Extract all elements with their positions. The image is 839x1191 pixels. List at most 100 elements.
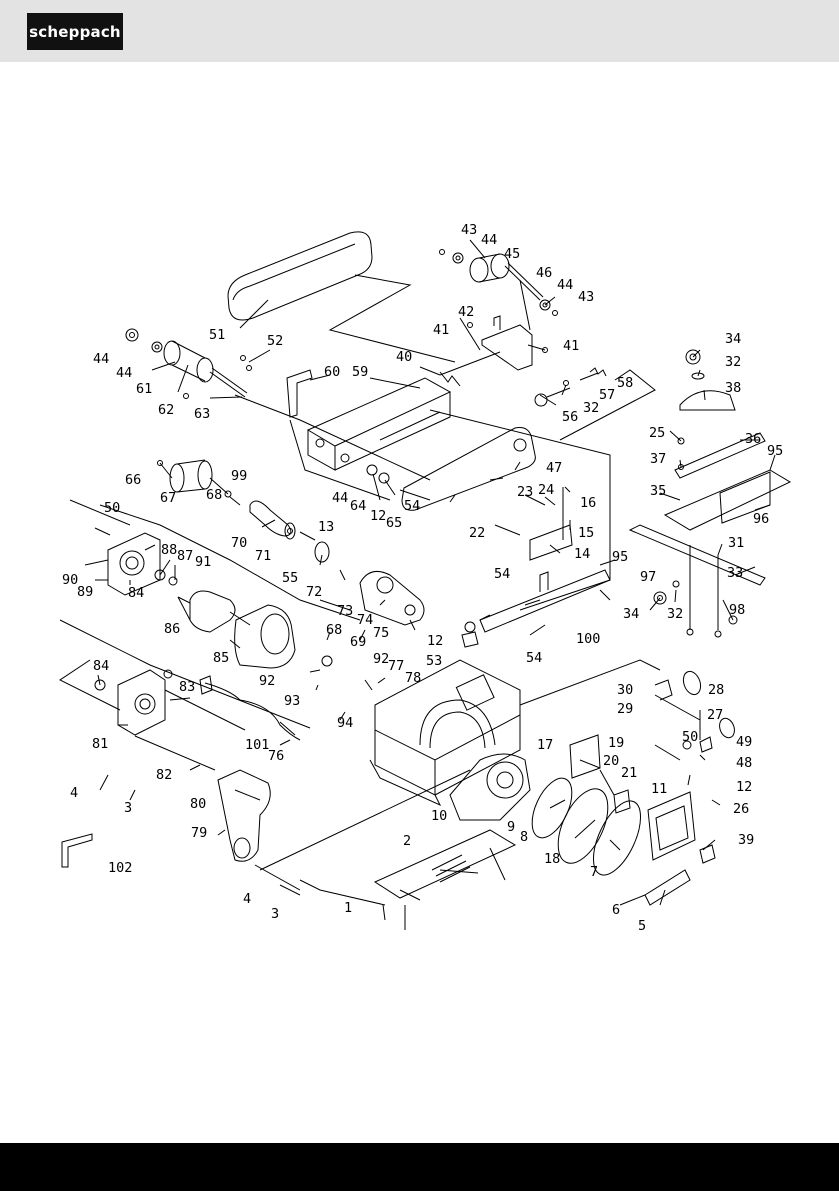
part-label: 44 [332,490,348,506]
part-label: 45 [504,246,520,262]
part-label: 31 [728,535,744,551]
part-label: 84 [128,585,144,601]
part-label: 29 [617,701,633,717]
part-label: 76 [268,748,284,764]
part-label: 2 [403,833,411,849]
part-label: 23 [517,484,533,500]
part-label: 102 [108,860,132,876]
part-label: 35 [650,483,666,499]
part-label: 19 [608,735,624,751]
part-label: 73 [337,603,353,619]
part-label: 100 [576,631,600,647]
part-label: 77 [388,658,404,674]
part-label: 90 [62,572,78,588]
part-labels: 43 44 45 46 44 43 42 41 41 40 51 52 44 4… [62,222,783,934]
part-label: 54 [526,650,542,666]
part-label: 95 [767,443,783,459]
part-label: 12 [736,779,752,795]
part-label: 74 [357,612,373,628]
part-label: 66 [125,472,141,488]
part-label: 58 [617,375,633,391]
part-label: 25 [649,425,665,441]
part-label: 43 [461,222,477,238]
part-label: 53 [426,653,442,669]
part-label: 39 [738,832,754,848]
part-label: 91 [195,554,211,570]
part-label: 7 [590,864,598,880]
part-label: 70 [231,535,247,551]
part-label: 32 [583,400,599,416]
part-label: 11 [651,781,667,797]
part-label: 5 [638,918,646,934]
part-label: 54 [494,566,510,582]
part-label: 14 [574,546,590,562]
part-label: 47 [546,460,562,476]
part-label: 98 [729,602,745,618]
part-label: 43 [578,289,594,305]
part-label: 37 [650,451,666,467]
part-label: 50 [104,500,120,516]
part-label: 4 [243,891,251,907]
part-label: 10 [431,808,447,824]
part-label: 96 [753,511,769,527]
part-label: 88 [161,542,177,558]
part-label: 101 [245,737,269,753]
part-label: 85 [213,650,229,666]
part-label: 12 [370,508,386,524]
part-label: 1 [344,900,352,916]
diagram-drawing [59,231,792,930]
header-bar: scheppach [0,0,839,62]
part-label: 38 [725,380,741,396]
part-label: 86 [164,621,180,637]
part-label: 61 [136,381,152,397]
part-label: 32 [667,606,683,622]
part-label: 95 [612,549,628,565]
part-label: 68 [206,487,222,503]
part-label: 87 [177,548,193,564]
part-label: 26 [733,801,749,817]
part-label: 54 [404,498,420,514]
part-label: 9 [507,819,515,835]
part-label: 15 [578,525,594,541]
brand-logo: scheppach [27,13,123,50]
part-label: 62 [158,402,174,418]
part-label: 6 [612,902,620,918]
part-label: 59 [352,364,368,380]
part-label: 78 [405,670,421,686]
part-label: 52 [267,333,283,349]
part-label: 44 [93,351,109,367]
part-label: 50 [682,729,698,745]
part-label: 16 [580,495,596,511]
part-label: 69 [350,634,366,650]
part-label: 28 [708,682,724,698]
part-label: 93 [284,693,300,709]
part-label: 80 [190,796,206,812]
part-label: 34 [725,331,741,347]
part-label: 99 [231,468,247,484]
part-label: 44 [481,232,497,248]
part-label: 97 [640,569,656,585]
part-label: 27 [707,707,723,723]
part-label: 46 [536,265,552,281]
part-label: 65 [386,515,402,531]
part-label: 48 [736,755,752,771]
part-label: 17 [537,737,553,753]
part-label: 4 [70,785,78,801]
part-label: 3 [271,906,279,922]
part-label: 81 [92,736,108,752]
part-label: 82 [156,767,172,783]
part-label: 44 [557,277,573,293]
part-label: 18 [544,851,560,867]
part-label: 71 [255,548,271,564]
part-label: 20 [603,753,619,769]
footer-bar [0,1143,839,1191]
part-label: 92 [259,673,275,689]
part-label: 79 [191,825,207,841]
part-label: 41 [563,338,579,354]
part-label: 51 [209,327,225,343]
part-label: 12 [427,633,443,649]
part-label: 32 [725,354,741,370]
part-label: 83 [179,679,195,695]
part-label: 57 [599,387,615,403]
